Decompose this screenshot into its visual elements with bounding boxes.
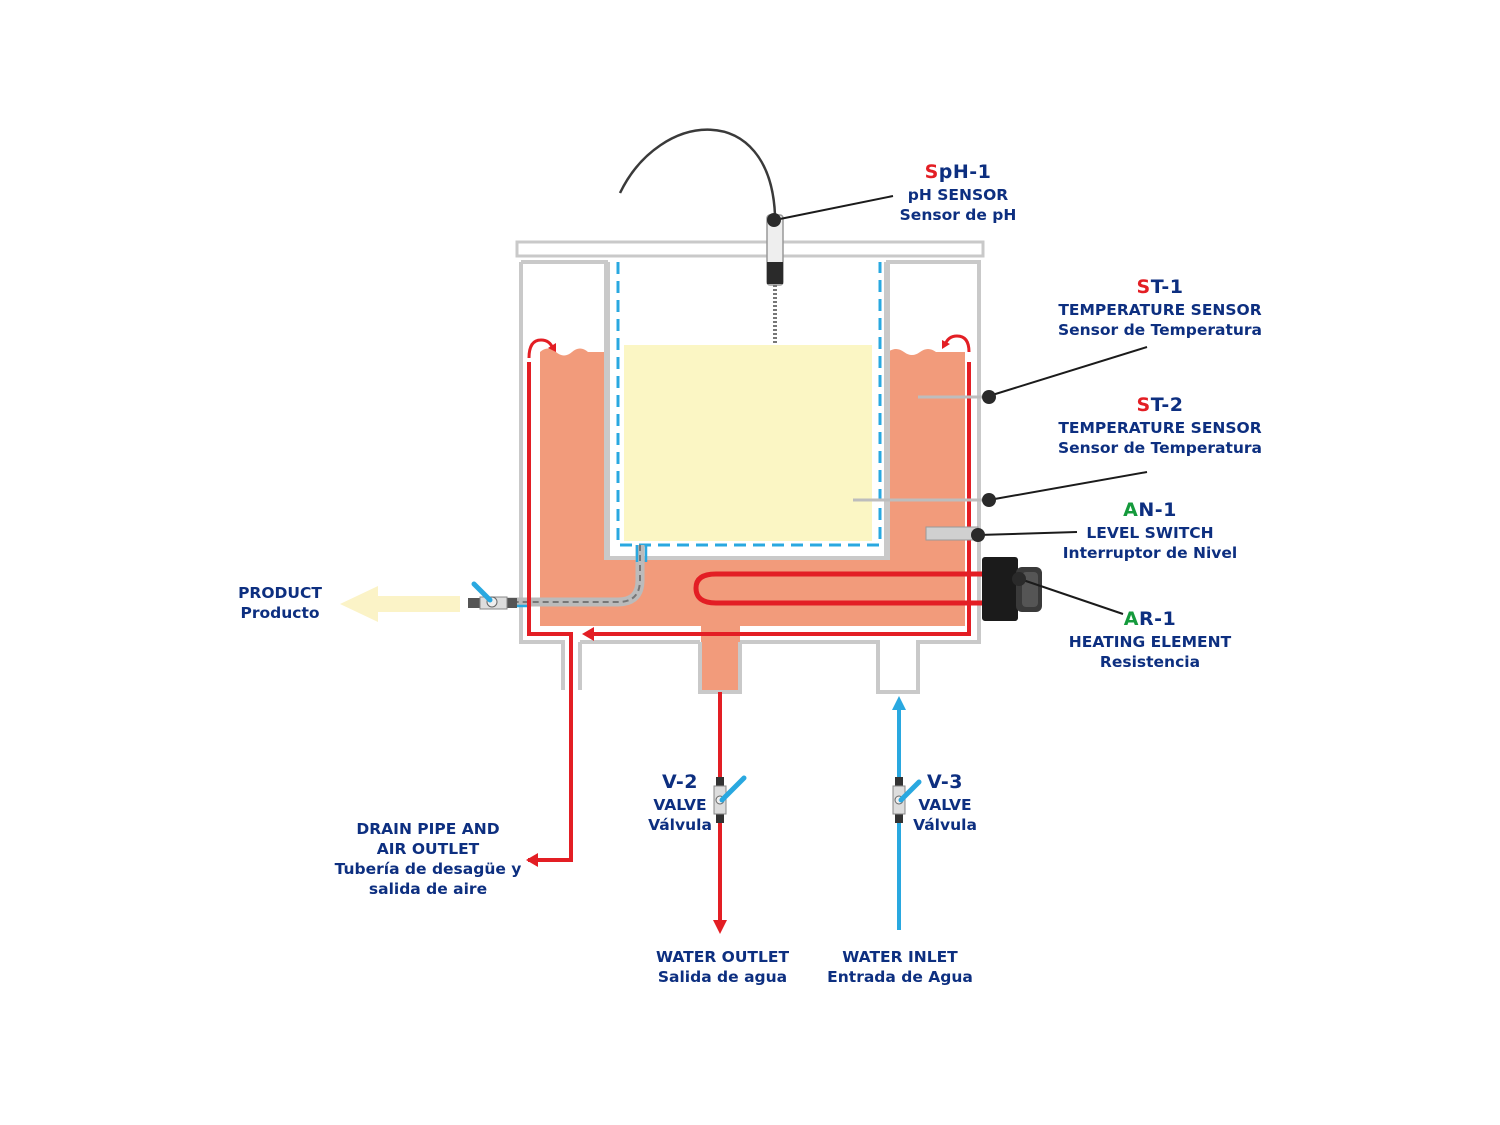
drain-label: DRAIN PIPE AND AIR OUTLET Tubería de des…	[318, 819, 538, 900]
heater-body	[982, 557, 1042, 621]
v3-valve[interactable]	[892, 777, 922, 823]
overflow-arrowhead-right	[942, 340, 950, 349]
st1-es: Sensor de Temperatura	[1057, 320, 1263, 339]
an1-dot	[971, 528, 985, 542]
st2-en: TEMPERATURE SENSOR	[1058, 418, 1262, 437]
ar1-en: HEATING ELEMENT	[1068, 632, 1232, 651]
overflow-arrow-left	[527, 338, 555, 359]
product-label: PRODUCT Producto	[225, 583, 335, 623]
an1-es: Interruptor de Nivel	[1062, 543, 1238, 562]
water-inlet-es: Entrada de Agua	[827, 968, 973, 987]
water-outlet-label: WATER OUTLET Salida de agua	[640, 947, 805, 987]
ph-sensor-label: SpH-1 pH SENSOR Sensor de pH	[888, 160, 1028, 225]
drain-arrowhead	[526, 853, 538, 867]
tank-lid	[515, 240, 985, 258]
ph-leader-line	[774, 195, 894, 221]
ar1-prefix: A	[1123, 608, 1139, 630]
hot-water-circuit	[527, 362, 573, 862]
return-arrowhead	[582, 627, 594, 641]
st1-en: TEMPERATURE SENSOR	[1058, 300, 1262, 319]
ph-sensor-prefix: S	[924, 161, 939, 183]
v3-label: V-3 VALVE Válvula	[900, 770, 990, 835]
water-inlet-en: WATER INLET	[842, 948, 958, 966]
v2-tag: V-2	[662, 771, 698, 793]
ar1-es: Resistencia	[1099, 652, 1201, 671]
water-inlet-arrowhead	[892, 696, 906, 710]
v2-en: VALVE	[653, 795, 707, 814]
st1-label: ST-1 TEMPERATURE SENSOR Sensor de Temper…	[1040, 275, 1280, 340]
outer-tank-wall-inner	[578, 640, 878, 690]
ph-sensor-tag: pH-1	[938, 161, 992, 183]
product-valve[interactable]	[468, 581, 517, 610]
st1-leader-line	[988, 346, 1148, 397]
ph-sensor-band	[767, 262, 783, 284]
ph-sensor-es: Sensor de pH	[899, 205, 1017, 224]
v3-es: Válvula	[913, 815, 977, 834]
ph-sensor-cable	[618, 128, 777, 216]
v2-valve[interactable]	[713, 775, 747, 823]
product-es: Producto	[240, 604, 320, 623]
ar1-label: AR-1 HEATING ELEMENT Resistencia	[1045, 607, 1255, 672]
st1-tag: T-1	[1150, 276, 1184, 298]
an1-prefix: A	[1123, 499, 1139, 521]
v2-es: Válvula	[648, 815, 712, 834]
an1-label: AN-1 LEVEL SWITCH Interruptor de Nivel	[1045, 498, 1255, 563]
product-vessel-dashed	[616, 262, 882, 547]
water-outlet-arrowhead	[713, 920, 727, 934]
product-vessel-outline	[606, 262, 888, 560]
an1-leader-line	[977, 531, 1078, 536]
water-outlet-es: Salida de agua	[657, 968, 788, 987]
product-fill	[624, 345, 872, 541]
st2-es: Sensor de Temperatura	[1057, 438, 1263, 457]
st2-dot	[982, 493, 996, 507]
product-arrow	[340, 586, 460, 622]
product-en: PRODUCT	[238, 584, 322, 602]
level-switch-probe	[925, 526, 979, 541]
v3-en: VALVE	[918, 795, 972, 814]
heating-element-coil	[693, 571, 982, 606]
ar1-tag: R-1	[1138, 608, 1177, 630]
v2-label: V-2 VALVE Válvula	[635, 770, 725, 835]
overflow-arrowhead-left	[548, 343, 556, 352]
ph-sensor-en: pH SENSOR	[907, 185, 1009, 204]
ph-dot	[767, 213, 781, 227]
water-outlet-en: WATER OUTLET	[655, 948, 790, 966]
drain-es2: salida de aire	[368, 880, 488, 899]
water-inlet-label: WATER INLET Entrada de Agua	[815, 947, 985, 987]
drain-es1: Tubería de desagüe y	[334, 860, 522, 879]
st2-tag: T-2	[1150, 394, 1184, 416]
an1-en: LEVEL SWITCH	[1086, 523, 1214, 542]
ar1-dot	[1012, 572, 1026, 586]
st1-prefix: S	[1136, 276, 1151, 298]
drain-en2: AIR OUTLET	[376, 840, 480, 859]
overflow-arrow-right	[943, 334, 971, 353]
an1-tag: N-1	[1138, 499, 1177, 521]
v3-tag: V-3	[927, 771, 963, 793]
drain-en1: DRAIN PIPE AND	[356, 820, 500, 838]
st2-leader-line	[988, 471, 1148, 501]
ar1-leader-line	[1019, 578, 1124, 615]
st2-prefix: S	[1136, 394, 1151, 416]
st1-dot	[982, 390, 996, 404]
hot-water-return	[590, 362, 971, 636]
product-drain-pipe-dash	[505, 545, 641, 603]
st2-label: ST-2 TEMPERATURE SENSOR Sensor de Temper…	[1040, 393, 1280, 458]
